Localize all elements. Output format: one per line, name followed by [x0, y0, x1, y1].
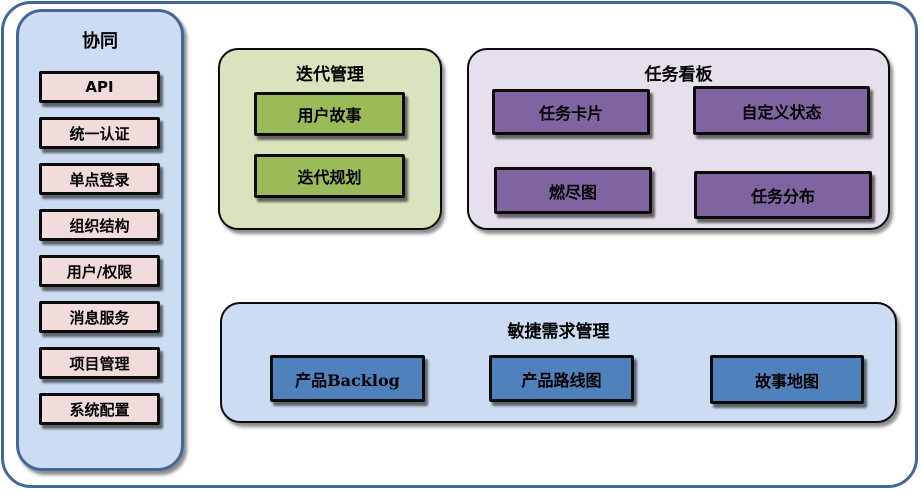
kanban-item-task-card: 任务卡片	[492, 89, 650, 135]
task-board-panel: 任务看板 任务卡片 自定义状态 燃尽图 任务分布	[467, 48, 890, 230]
kanban-item-burndown-chart: 燃尽图	[494, 167, 652, 214]
sidebar-item-org-structure: 组织结构	[39, 209, 160, 241]
iteration-management-panel: 迭代管理 用户故事 迭代规划	[218, 48, 442, 230]
kanban-item-task-distribution: 任务分布	[694, 171, 872, 219]
sidebar-item-unified-auth: 统一认证	[39, 117, 160, 149]
agile-requirements-panel: 敏捷需求管理 产品Backlog 产品路线图 故事地图	[220, 302, 897, 423]
sidebar-item-user-permission: 用户/权限	[39, 255, 160, 287]
iteration-panel-title: 迭代管理	[296, 65, 364, 85]
kanban-item-custom-status: 自定义状态	[693, 86, 870, 135]
sidebar-item-project-mgmt: 项目管理	[39, 347, 160, 379]
requirements-item-story-map: 故事地图	[710, 355, 864, 404]
iteration-item-user-story: 用户故事	[254, 92, 405, 136]
sidebar-item-sso: 单点登录	[39, 163, 160, 195]
sidebar-item-api: API	[39, 71, 160, 103]
sidebar-title: 协同	[82, 31, 118, 52]
task-board-panel-title: 任务看板	[644, 65, 713, 85]
iteration-item-sprint-planning: 迭代规划	[254, 154, 405, 198]
sidebar-item-message-service: 消息服务	[39, 301, 160, 333]
collaboration-sidebar-panel: 协同 API 统一认证 单点登录 组织结构 用户/权限 消息服务 项目管理 系统…	[16, 9, 184, 471]
agile-requirements-panel-title: 敏捷需求管理	[507, 322, 610, 342]
sidebar-item-system-config: 系统配置	[39, 393, 160, 425]
requirements-item-product-roadmap: 产品路线图	[489, 355, 634, 402]
requirements-item-product-backlog: 产品Backlog	[270, 355, 425, 402]
